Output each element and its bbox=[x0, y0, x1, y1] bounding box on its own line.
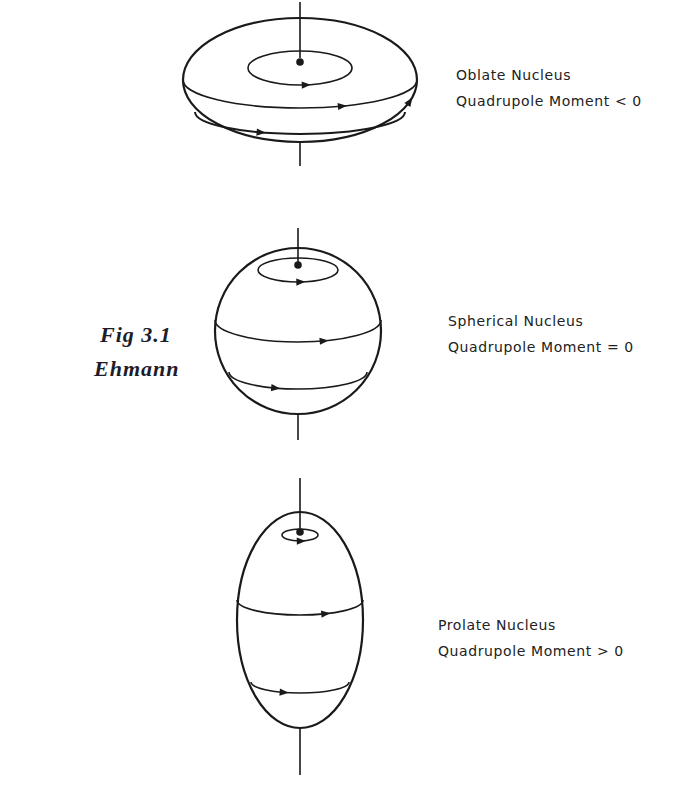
latitude-ring bbox=[258, 258, 338, 282]
spin-axis bbox=[299, 142, 301, 166]
latitude-ring bbox=[215, 320, 381, 342]
shape-name: Prolate Nucleus bbox=[438, 616, 556, 634]
rotation-arrow bbox=[319, 338, 328, 345]
prolate-outline bbox=[237, 512, 363, 728]
rotation-arrow bbox=[279, 688, 288, 695]
rotation-arrow bbox=[302, 81, 311, 88]
latitude-ring bbox=[237, 600, 363, 615]
latitude-ring bbox=[251, 682, 349, 693]
spin-axis bbox=[299, 728, 301, 775]
figure-number: Fig 3.1 bbox=[100, 322, 172, 348]
latitude-ring bbox=[195, 112, 405, 134]
rotation-arrow bbox=[404, 98, 412, 107]
rotation-arrow bbox=[256, 128, 265, 135]
pole-dot bbox=[297, 529, 303, 535]
spin-axis bbox=[297, 414, 299, 440]
author-note: Ehmann bbox=[94, 356, 180, 382]
latitude-ring bbox=[248, 51, 352, 85]
spin-axis bbox=[297, 228, 299, 262]
latitude-ring bbox=[183, 80, 417, 108]
shape-name: Spherical Nucleus bbox=[448, 312, 583, 330]
rotation-arrow bbox=[321, 611, 330, 618]
spin-axis bbox=[299, 2, 301, 58]
rotation-arrow bbox=[271, 384, 280, 391]
spin-axis bbox=[299, 478, 301, 528]
quadrupole-note: Quadrupole Moment = 0 bbox=[448, 338, 634, 356]
quadrupole-note: Quadrupole Moment < 0 bbox=[456, 92, 642, 110]
latitude-ring bbox=[229, 372, 367, 389]
rotation-arrow bbox=[338, 103, 347, 110]
shape-name: Oblate Nucleus bbox=[456, 66, 571, 84]
quadrupole-note: Quadrupole Moment > 0 bbox=[438, 642, 624, 660]
rotation-arrow bbox=[297, 537, 306, 544]
sphere-outline bbox=[215, 248, 381, 414]
oblate-outline bbox=[183, 18, 417, 142]
rotation-arrow bbox=[296, 278, 305, 285]
pole-dot bbox=[295, 262, 301, 268]
pole-dot bbox=[297, 59, 303, 65]
